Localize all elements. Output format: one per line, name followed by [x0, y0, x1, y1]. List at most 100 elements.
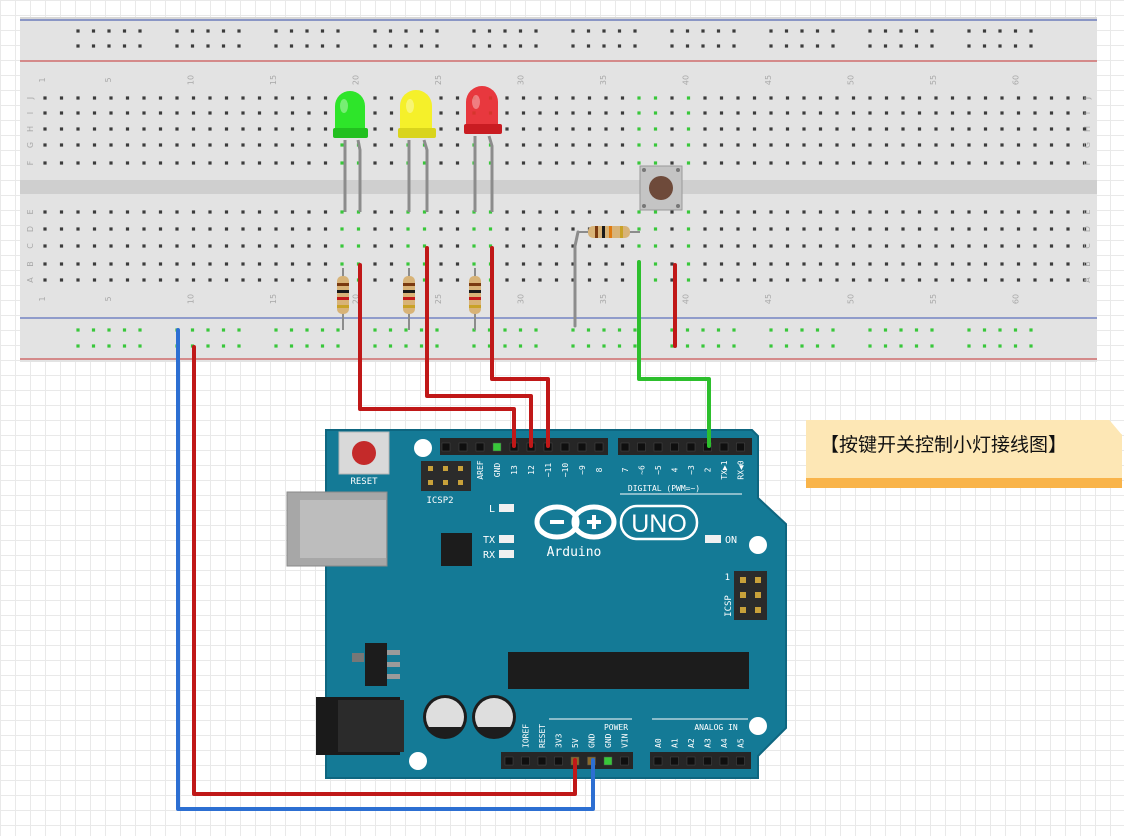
push-button[interactable] — [639, 165, 683, 211]
rail-hole — [998, 44, 1002, 48]
rail-hole — [503, 29, 507, 33]
header-pin[interactable] — [458, 442, 468, 452]
header-pin[interactable] — [492, 442, 502, 452]
header-pin[interactable] — [736, 442, 745, 452]
breadboard-hole — [1016, 143, 1021, 147]
rail-hole — [800, 328, 804, 332]
center-channel — [20, 180, 1097, 194]
breadboard-hole — [670, 143, 674, 147]
breadboard-hole — [208, 127, 212, 131]
header-pin[interactable] — [719, 442, 729, 452]
breadboard-hole — [983, 278, 988, 282]
rail-hole — [404, 344, 408, 348]
breadboard-hole — [373, 143, 377, 147]
breadboard-hole — [901, 96, 905, 100]
header-pin[interactable] — [521, 756, 530, 766]
resize-grip-icon[interactable]: ⋰ — [1110, 478, 1118, 487]
header-pin[interactable] — [670, 442, 679, 452]
breadboard-hole — [142, 262, 146, 266]
icsp2-label: ICSP2 — [426, 496, 453, 506]
breadboard-hole — [703, 262, 707, 266]
breadboard-hole — [274, 111, 278, 115]
header-pin[interactable] — [653, 442, 663, 452]
breadboard: 1155101015152020252530303535404045455050… — [20, 17, 1097, 362]
column-number: 40 — [682, 294, 691, 304]
digital-section-label: DIGITAL (PWM=~) — [628, 484, 700, 493]
header-pin[interactable] — [703, 756, 712, 766]
breadboard-hole — [439, 111, 443, 115]
breadboard-hole — [422, 244, 427, 248]
header-pin[interactable] — [537, 756, 547, 766]
breadboard-hole — [950, 262, 955, 266]
breadboard-hole — [455, 161, 460, 165]
rail-hole — [221, 44, 226, 48]
header-pin[interactable] — [554, 756, 563, 766]
header-pin[interactable] — [560, 442, 570, 452]
breadboard-hole — [983, 210, 988, 214]
breadboard-hole — [76, 111, 80, 115]
header-pin[interactable] — [504, 756, 514, 766]
push-button-cap[interactable] — [649, 176, 673, 200]
breadboard-hole — [653, 244, 658, 248]
led-legs — [343, 135, 494, 212]
breadboard-hole — [752, 278, 757, 282]
breadboard-hole — [224, 127, 229, 131]
header-pin[interactable] — [653, 756, 663, 766]
header-pin[interactable] — [719, 756, 729, 766]
header-pin[interactable] — [475, 442, 485, 452]
analog-pin-label: A2 — [687, 738, 696, 748]
rail-hole — [320, 344, 325, 348]
breadboard-hole — [323, 127, 328, 131]
header-pin[interactable] — [670, 756, 679, 766]
breadboard-hole — [1049, 210, 1054, 214]
row-letter: I — [26, 112, 35, 114]
breadboard-hole — [1000, 127, 1004, 131]
breadboard-hole — [274, 210, 278, 214]
header-pin[interactable] — [603, 756, 613, 766]
breadboard-hole — [917, 96, 922, 100]
breadboard-hole — [950, 127, 955, 131]
mounting-hole — [749, 717, 767, 735]
breadboard-hole — [389, 227, 394, 231]
header-pin[interactable] — [736, 756, 745, 766]
breadboard-hole — [637, 96, 641, 100]
breadboard-hole — [389, 210, 394, 214]
breadboard-hole — [274, 278, 278, 282]
breadboard-hole — [604, 210, 608, 214]
breadboard-hole — [373, 127, 377, 131]
breadboard-hole — [571, 244, 575, 248]
digital-pin-label: 12 — [527, 465, 536, 475]
breadboard-hole — [241, 96, 245, 100]
rail-hole — [122, 44, 127, 48]
breadboard-hole — [703, 227, 707, 231]
row-letter: J — [26, 97, 35, 100]
header-pin[interactable] — [441, 442, 451, 452]
breadboard-hole — [406, 262, 410, 266]
breadboard-hole — [1082, 111, 1087, 115]
breadboard-hole — [538, 244, 542, 248]
reset-button-cap[interactable] — [352, 441, 376, 465]
breadboard-hole — [175, 244, 179, 248]
header-pin[interactable] — [620, 442, 630, 452]
header-pin[interactable] — [577, 442, 587, 452]
breadboard-hole — [983, 143, 988, 147]
header-pin[interactable] — [620, 756, 629, 766]
header-pin[interactable] — [594, 442, 604, 452]
column-number: 15 — [269, 294, 278, 304]
analog-pin-label: A5 — [737, 738, 746, 748]
breadboard-hole — [422, 161, 427, 165]
breadboard-hole — [406, 227, 410, 231]
breadboard-hole — [736, 161, 740, 165]
breadboard-hole — [1033, 244, 1037, 248]
breadboard-hole — [439, 244, 443, 248]
breadboard-hole — [884, 244, 889, 248]
breadboard-hole — [290, 143, 295, 147]
breadboard-hole — [323, 210, 328, 214]
header-pin[interactable] — [686, 756, 696, 766]
header-pin[interactable] — [637, 442, 646, 452]
breadboard-hole — [769, 227, 773, 231]
rail-hole — [289, 328, 294, 332]
breadboard-hole — [191, 111, 196, 115]
rail-hole — [868, 29, 872, 33]
header-pin[interactable] — [686, 442, 696, 452]
